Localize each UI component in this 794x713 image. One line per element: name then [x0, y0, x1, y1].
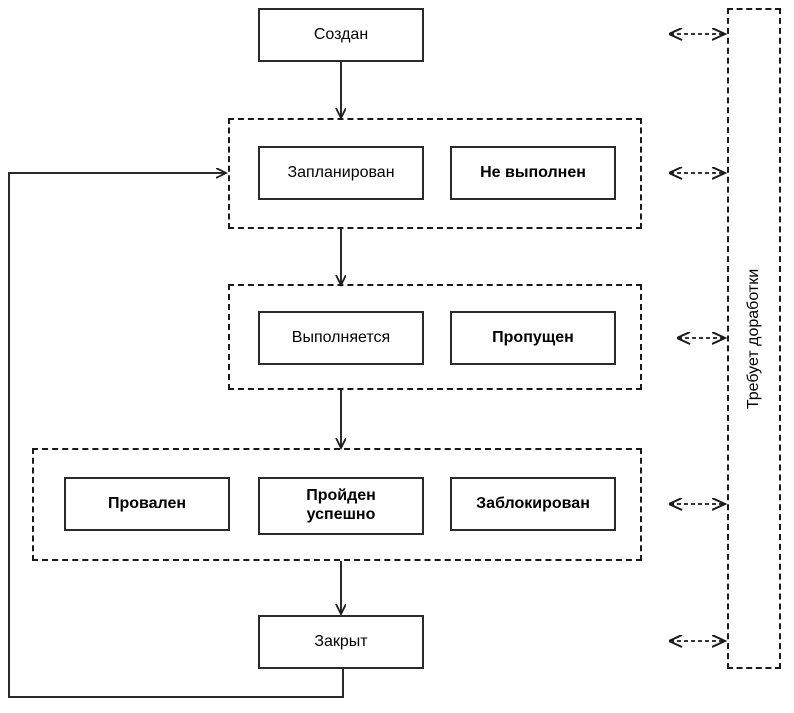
state-group-planned [228, 118, 642, 229]
state-group-results [32, 448, 642, 561]
state-panel-needs-rework-label-wrap: Требует доработки [729, 10, 779, 667]
state-node-blocked-label: Заблокирован [476, 494, 590, 512]
state-node-passed-label: Пройден успешно [306, 487, 376, 523]
state-node-not-executed[interactable]: Не выполнен [450, 146, 616, 200]
state-panel-needs-rework-label: Требует доработки [745, 268, 762, 409]
state-node-passed[interactable]: Пройден успешно [258, 477, 424, 535]
state-group-running [228, 284, 642, 390]
state-node-planned[interactable]: Запланирован [258, 146, 424, 200]
state-node-blocked[interactable]: Заблокирован [450, 477, 616, 531]
state-node-skipped[interactable]: Пропущен [450, 311, 616, 365]
state-node-skipped-label: Пропущен [492, 328, 574, 346]
state-node-created-label: Создан [313, 25, 369, 43]
state-panel-needs-rework[interactable]: Требует доработки [727, 8, 781, 669]
state-node-in-progress-label: Выполняется [291, 328, 391, 346]
state-node-closed-label: Закрыт [314, 632, 368, 650]
state-node-in-progress[interactable]: Выполняется [258, 311, 424, 365]
state-node-planned-label: Запланирован [287, 163, 395, 181]
state-node-closed[interactable]: Закрыт [258, 615, 424, 669]
state-node-created[interactable]: Создан [258, 8, 424, 62]
state-node-failed[interactable]: Провален [64, 477, 230, 531]
state-node-not-executed-label: Не выполнен [480, 163, 586, 181]
state-node-failed-label: Провален [107, 494, 187, 512]
